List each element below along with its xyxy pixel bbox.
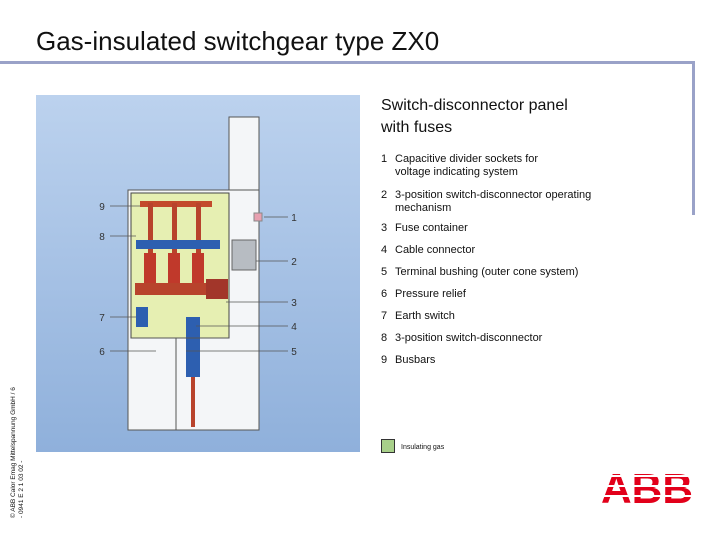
switch-disconnector bbox=[136, 240, 220, 249]
panel-title: Switch-disconnector panel with fuses bbox=[381, 95, 681, 139]
abb-logo: ABB bbox=[600, 466, 694, 506]
fuse-container-2 bbox=[168, 253, 180, 283]
insulating-gas-label: Insulating gas bbox=[401, 444, 445, 451]
earth-switch bbox=[136, 307, 148, 327]
callout-5: 5 bbox=[291, 347, 297, 358]
fuse-bar-1 bbox=[148, 203, 153, 263]
insulating-gas-swatch bbox=[381, 439, 395, 453]
fuse-container-3 bbox=[192, 253, 204, 283]
callout-3: 3 bbox=[291, 298, 297, 309]
panel-title-line-2: with fuses bbox=[381, 119, 453, 136]
switchgear-diagram: 9 8 7 6 1 2 3 4 5 bbox=[36, 95, 360, 452]
operating-mechanism bbox=[231, 239, 257, 271]
terminal-bushing bbox=[135, 283, 221, 295]
callout-4: 4 bbox=[291, 322, 297, 333]
fuse-bar-3 bbox=[196, 203, 201, 263]
callout-9: 9 bbox=[99, 202, 105, 213]
frame-rule bbox=[692, 61, 695, 215]
panel-title-line-1: Switch-disconnector panel bbox=[381, 97, 568, 114]
lower-cable bbox=[191, 377, 195, 427]
callout-2: 2 bbox=[291, 257, 297, 268]
copyright-note: © ABB Calor Emag Mittelspannung GmbH / 6… bbox=[10, 387, 25, 518]
title-rule bbox=[0, 61, 694, 64]
callout-7: 7 bbox=[99, 313, 105, 324]
lower-connector bbox=[186, 317, 200, 377]
cable-connector bbox=[206, 279, 228, 299]
fuse-container-1 bbox=[144, 253, 156, 283]
callout-6: 6 bbox=[99, 347, 105, 358]
callout-8: 8 bbox=[99, 232, 105, 243]
capacitive-sockets bbox=[253, 212, 263, 222]
page-title: Gas-insulated switchgear type ZX0 bbox=[36, 26, 440, 56]
callout-1: 1 bbox=[291, 213, 297, 224]
fuse-bar-2 bbox=[172, 203, 177, 263]
